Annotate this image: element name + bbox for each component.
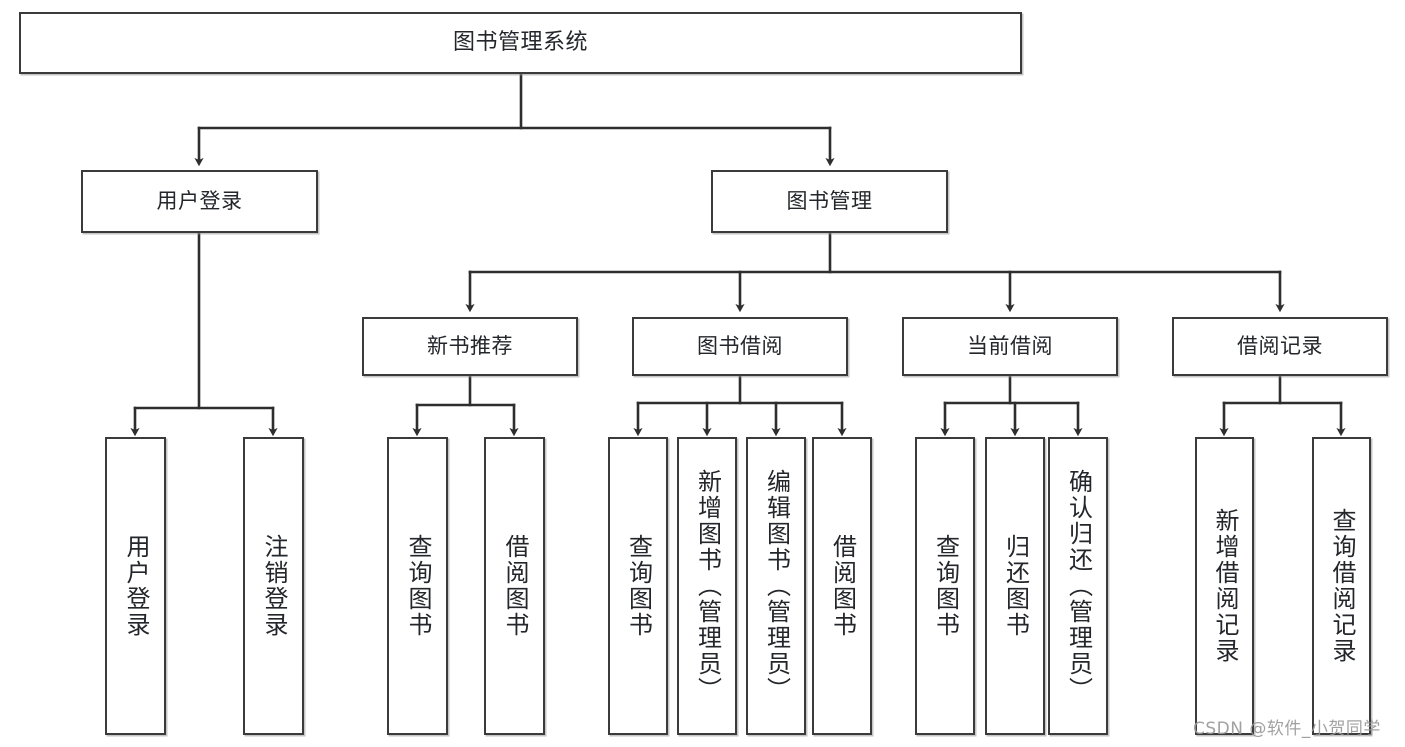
leaf-current-borrow-confirm-return-admin[interactable]: 确认归还（管理员） <box>1048 437 1108 735</box>
node-label: 查询借阅记录 <box>1327 508 1356 664</box>
node-label: 图书借阅 <box>697 333 783 358</box>
node-label: 新增图书（管理员） <box>693 469 722 703</box>
node-label: 借阅记录 <box>1237 333 1323 358</box>
leaf-current-borrow-return-book[interactable]: 归还图书 <box>985 437 1045 735</box>
node-label: 编辑图书（管理员） <box>762 469 791 703</box>
node-label: 查询图书 <box>403 534 432 638</box>
node-label: 图书管理 <box>786 188 873 213</box>
leaf-book-borrow-add-book-admin[interactable]: 新增图书（管理员） <box>677 437 737 735</box>
node-root-library-system[interactable]: 图书管理系统 <box>19 12 1022 74</box>
node-label: 借阅图书 <box>828 534 857 638</box>
node-label: 确认归还（管理员） <box>1064 469 1093 703</box>
node-current-borrow[interactable]: 当前借阅 <box>902 317 1118 376</box>
leaf-book-borrow-query-book[interactable]: 查询图书 <box>608 437 668 735</box>
node-label: 查询图书 <box>624 534 653 638</box>
leaf-borrow-record-add-record[interactable]: 新增借阅记录 <box>1195 437 1254 735</box>
node-label: 用户登录 <box>121 534 150 638</box>
node-book-management[interactable]: 图书管理 <box>711 170 948 233</box>
node-label: 图书管理系统 <box>452 29 588 55</box>
node-label: 借阅图书 <box>500 534 529 638</box>
leaf-book-borrow-edit-book-admin[interactable]: 编辑图书（管理员） <box>746 437 806 735</box>
node-label: 查询图书 <box>931 534 960 638</box>
leaf-new-book-borrow-book[interactable]: 借阅图书 <box>484 437 545 735</box>
node-label: 注销登录 <box>259 534 288 638</box>
node-book-borrow[interactable]: 图书借阅 <box>632 317 848 376</box>
leaf-user-login-signout[interactable]: 注销登录 <box>243 437 304 735</box>
node-label: 新增借阅记录 <box>1210 508 1239 664</box>
node-new-book-recommend[interactable]: 新书推荐 <box>362 317 578 376</box>
leaf-book-borrow-borrow-book[interactable]: 借阅图书 <box>812 437 872 735</box>
node-label: 归还图书 <box>1001 534 1030 638</box>
node-label: 当前借阅 <box>967 333 1053 358</box>
leaf-borrow-record-query-record[interactable]: 查询借阅记录 <box>1312 437 1371 735</box>
node-borrow-record[interactable]: 借阅记录 <box>1172 317 1388 376</box>
leaf-user-login-signin[interactable]: 用户登录 <box>105 437 166 735</box>
node-label: 新书推荐 <box>427 333 513 358</box>
leaf-current-borrow-query-book[interactable]: 查询图书 <box>915 437 975 735</box>
node-label: 用户登录 <box>156 188 243 213</box>
leaf-new-book-query-book[interactable]: 查询图书 <box>387 437 448 735</box>
csdn-watermark: CSDN @软件_小贺同学 <box>1193 719 1381 739</box>
node-user-login[interactable]: 用户登录 <box>81 170 318 233</box>
